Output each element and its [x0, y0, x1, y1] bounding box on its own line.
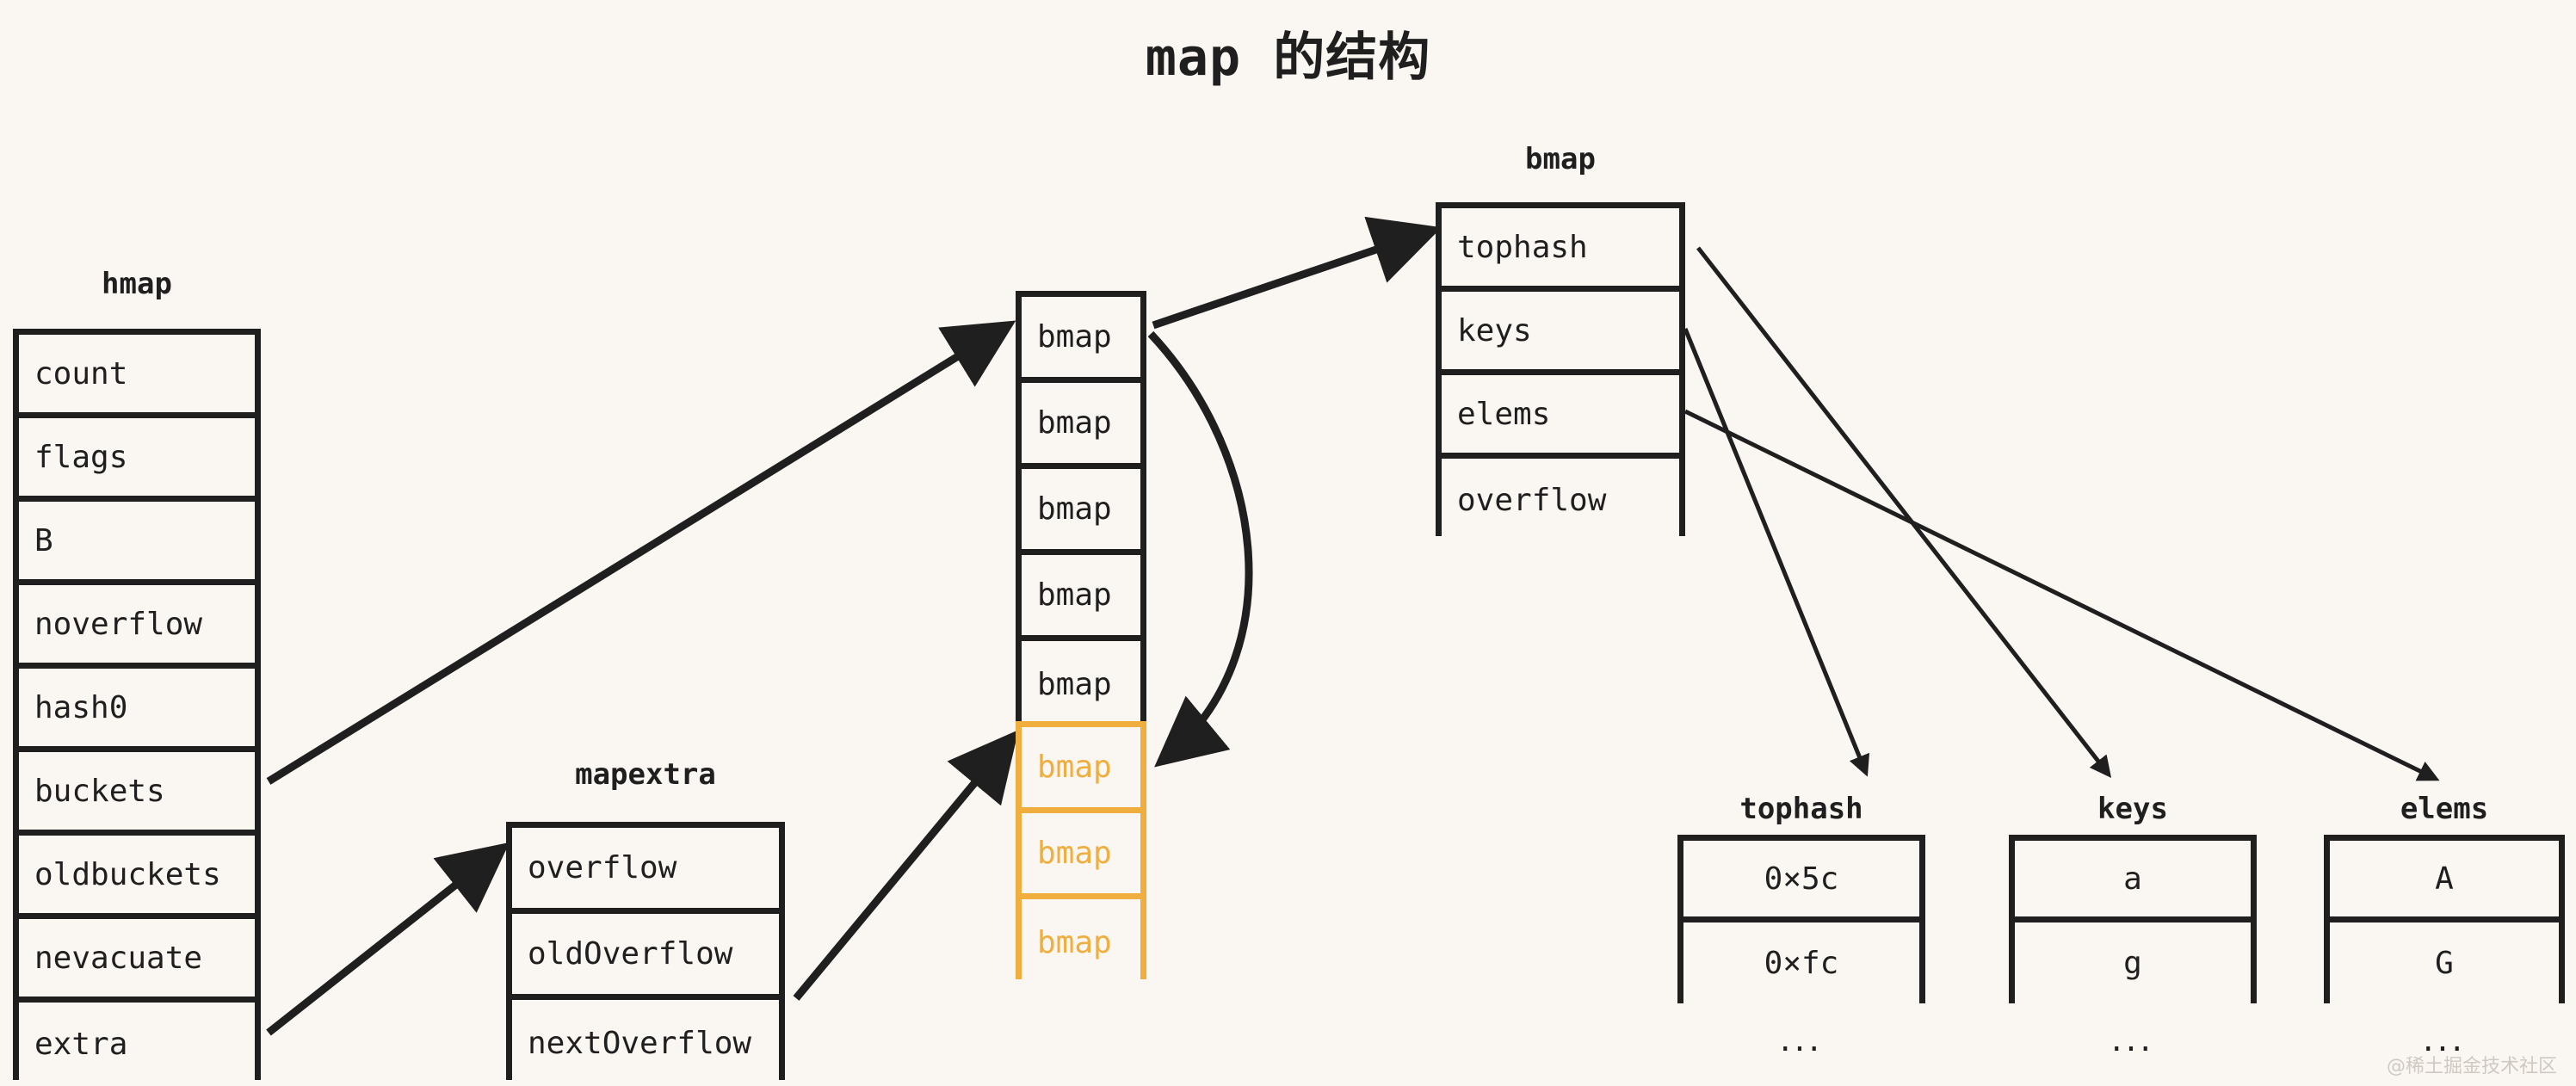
bmap-field-tophash[interactable]: tophash: [1442, 208, 1679, 292]
page-title: map 的结构: [0, 15, 2576, 90]
mapextra-caption: mapextra: [575, 757, 716, 792]
keys-table-ellipsis: ...: [2110, 1020, 2155, 1059]
bucket-cell-4[interactable]: bmap: [1022, 641, 1140, 727]
arrow-struct-tophash-to-keys-table: [1696, 246, 2112, 778]
bucket-cell-2[interactable]: bmap: [1022, 469, 1140, 555]
elems-value-1[interactable]: G: [2330, 922, 2559, 1004]
mapextra-field-oldoverflow[interactable]: oldOverflow: [512, 914, 779, 1000]
title-cjk: 的结构: [1273, 28, 1431, 88]
bucket-cell-3[interactable]: bmap: [1022, 555, 1140, 641]
keys-value-0[interactable]: a: [2015, 841, 2251, 922]
bmap-field-overflow[interactable]: overflow: [1442, 459, 1679, 542]
arrow-bmap-cell-to-bmap-struct: [1152, 216, 1442, 330]
arrow-overflow-chain: [1147, 330, 1253, 768]
tophash-value-0[interactable]: 0×5c: [1683, 841, 1919, 922]
overflow-buckets-array: bmap bmap bmap: [1016, 721, 1146, 985]
hmap-field-oldbuckets[interactable]: oldbuckets: [19, 836, 255, 919]
elems-table-ellipsis: ...: [2422, 1020, 2467, 1059]
mapextra-field-nextoverflow[interactable]: nextOverflow: [512, 1000, 779, 1086]
overflow-bucket-cell-2[interactable]: bmap: [1022, 899, 1140, 985]
bmap-struct: tophash keys elems overflow: [1436, 202, 1685, 542]
overflow-bucket-cell-1[interactable]: bmap: [1022, 813, 1140, 899]
elems-value-0[interactable]: A: [2330, 841, 2559, 922]
tophash-table-caption: tophash: [1739, 792, 1863, 826]
arrow-buckets-to-buckets-array: [266, 320, 1016, 785]
overflow-bucket-cell-0[interactable]: bmap: [1022, 727, 1140, 813]
hmap-field-buckets[interactable]: buckets: [19, 752, 255, 836]
hmap-field-count[interactable]: count: [19, 335, 255, 418]
watermark: @稀土掘金技术社区: [2386, 1056, 2557, 1077]
bucket-cell-0[interactable]: bmap: [1022, 297, 1140, 383]
bmap-field-keys[interactable]: keys: [1442, 292, 1679, 375]
buckets-array: bmap bmap bmap bmap bmap: [1016, 291, 1146, 727]
bmap-struct-caption: bmap: [1525, 142, 1596, 176]
tophash-value-1[interactable]: 0×fc: [1683, 922, 1919, 1004]
hmap-field-flags[interactable]: flags: [19, 418, 255, 502]
arrow-nextoverflow-to-overflow-bucket: [793, 730, 1019, 1001]
arrow-struct-keys-to-tophash-table: [1683, 328, 1870, 777]
tophash-table: 0×5c 0×fc: [1677, 835, 1925, 1004]
hmap-field-nevacuate[interactable]: nevacuate: [19, 919, 255, 1003]
mapextra-struct: overflow oldOverflow nextOverflow: [506, 822, 785, 1086]
arrow-struct-elems-to-elems-table: [1683, 409, 2440, 781]
tophash-table-ellipsis: ...: [1779, 1020, 1824, 1059]
hmap-field-hash0[interactable]: hash0: [19, 669, 255, 752]
keys-table: a g: [2009, 835, 2257, 1004]
bmap-field-elems[interactable]: elems: [1442, 375, 1679, 459]
elems-table: A G: [2324, 835, 2565, 1004]
hmap-field-noverflow[interactable]: noverflow: [19, 585, 255, 669]
hmap-field-b[interactable]: B: [19, 502, 255, 585]
hmap-field-extra[interactable]: extra: [19, 1003, 255, 1086]
elems-table-caption: elems: [2400, 792, 2489, 826]
title-mono: map: [1145, 28, 1242, 88]
bucket-cell-1[interactable]: bmap: [1022, 383, 1140, 469]
hmap-caption: hmap: [102, 267, 172, 301]
keys-value-1[interactable]: g: [2015, 922, 2251, 1004]
mapextra-field-overflow[interactable]: overflow: [512, 828, 779, 914]
keys-table-caption: keys: [2097, 792, 2168, 826]
arrow-extra-to-mapextra: [266, 842, 510, 1036]
hmap-struct: count flags B noverflow hash0 buckets ol…: [13, 329, 261, 1086]
